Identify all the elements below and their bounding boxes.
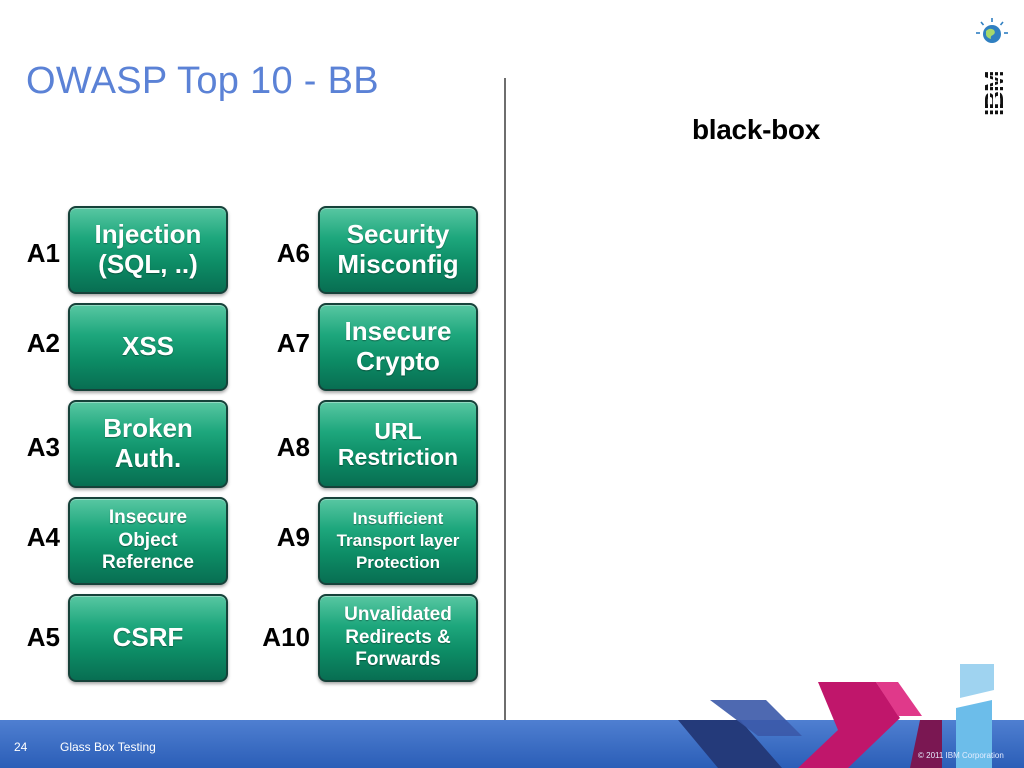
item-id-a8: A8 xyxy=(276,432,310,462)
slide-title: OWASP Top 10 - BB xyxy=(26,60,379,102)
vertical-divider xyxy=(504,78,506,730)
item-id-a4: A4 xyxy=(26,522,60,552)
owasp-box-a3-text: Broken Auth. xyxy=(103,413,193,473)
item-id-a6: A6 xyxy=(276,238,310,268)
item-id-a10: A10 xyxy=(262,622,310,652)
owasp-box-a2: XSS xyxy=(68,303,228,391)
copyright-text: © 2011 IBM Corporation xyxy=(918,751,1004,760)
item-id-a3: A3 xyxy=(26,432,60,462)
owasp-box-a6-text: Security Misconfig xyxy=(337,219,459,279)
item-id-a5: A5 xyxy=(26,622,60,652)
owasp-box-a5: CSRF xyxy=(68,594,228,682)
owasp-box-a4-text: Insecure Object Reference xyxy=(102,506,194,574)
owasp-box-a1-text: Injection (SQL, ..) xyxy=(94,219,202,279)
page-number: 24 xyxy=(14,740,28,754)
owasp-box-a4: Insecure Object Reference xyxy=(68,497,228,585)
owasp-box-a8: URL Restriction xyxy=(318,400,478,488)
item-id-a1: A1 xyxy=(26,238,60,268)
owasp-box-a3: Broken Auth. xyxy=(68,400,228,488)
decorative-shapes-icon xyxy=(678,664,994,768)
owasp-box-a10-text: Unvalidated Redirects & Forwards xyxy=(344,603,452,671)
owasp-box-a8-text: URL Restriction xyxy=(337,417,459,470)
item-id-a2: A2 xyxy=(26,328,60,358)
slide-subtitle: black-box xyxy=(692,114,821,145)
owasp-box-a7-text: Insecure Crypto xyxy=(344,316,452,376)
presentation-name: Glass Box Testing xyxy=(60,740,156,754)
owasp-box-a6: Security Misconfig xyxy=(318,206,478,294)
item-id-a7: A7 xyxy=(276,328,310,358)
owasp-box-a9: Insufficient Transport layer Protection xyxy=(318,497,478,585)
owasp-box-a10: Unvalidated Redirects & Forwards xyxy=(318,594,478,682)
owasp-box-a9-text: Insufficient Transport layer Protection xyxy=(336,508,460,573)
owasp-box-a2-text: XSS xyxy=(121,331,175,362)
item-id-a9: A9 xyxy=(276,522,310,552)
ibm-logo-icon: IBM xyxy=(976,18,1009,116)
owasp-box-a5-text: CSRF xyxy=(112,622,184,653)
owasp-box-a1: Injection (SQL, ..) xyxy=(68,206,228,294)
owasp-box-a7: Insecure Crypto xyxy=(318,303,478,391)
